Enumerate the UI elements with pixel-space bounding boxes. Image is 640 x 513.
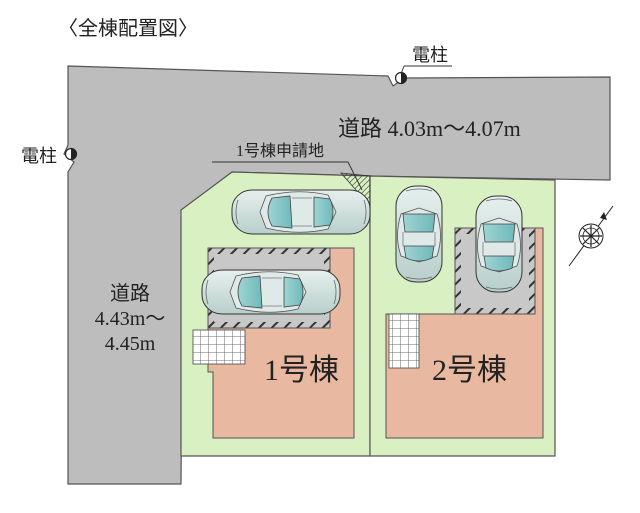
north-arrow-icon xyxy=(568,205,614,267)
application-area-label: 1号棟申請地 xyxy=(236,143,325,160)
car-2b xyxy=(475,195,523,293)
car-1a xyxy=(231,189,371,235)
car-2a xyxy=(395,185,443,283)
road-left-label: 道路 4.43m～ 4.45m xyxy=(90,282,170,357)
building-2-label: 2号棟 xyxy=(432,354,507,387)
entry-deck-1 xyxy=(192,329,246,365)
utility-pole-top-icon xyxy=(394,71,408,85)
utility-pole-left-icon xyxy=(64,147,78,161)
road-left-label-line1: 道路 xyxy=(110,283,150,305)
entry-deck-2 xyxy=(388,313,420,369)
utility-pole-left-label: 電柱 xyxy=(21,146,57,166)
road-top-label: 道路 4.03m～4.07m xyxy=(338,116,521,141)
utility-pole-top-label: 電柱 xyxy=(412,45,448,65)
building-1-label: 1号棟 xyxy=(264,354,339,387)
car-1b xyxy=(201,269,341,315)
road-left-label-line3: 4.45m xyxy=(104,333,156,355)
road-left-label-line2: 4.43m～ xyxy=(94,308,166,330)
page-title: 〈全棟配置図〉 xyxy=(58,18,198,40)
